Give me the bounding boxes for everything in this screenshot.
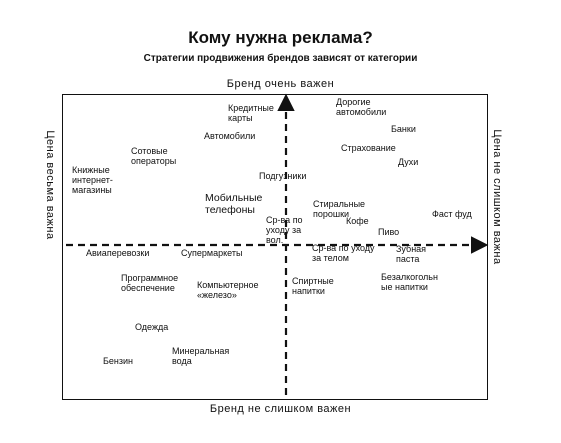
item-cars: Автомобили — [204, 131, 256, 141]
item-diapers: Подгузники — [259, 171, 307, 181]
item-spirits: Спиртные напитки — [292, 276, 334, 296]
chart-title: Кому нужна реклама? — [188, 28, 373, 47]
item-body-care: Ср-ва по уходу за телом — [312, 243, 375, 263]
axis-label-top: Бренд очень важен — [226, 78, 335, 90]
item-supermarkets: Супермаркеты — [181, 248, 243, 258]
item-mineral-water: Минеральная вода — [172, 346, 230, 366]
item-mobile-operators: Сотовые операторы — [131, 146, 177, 166]
chart-subtitle: Стратегии продвижения брендов зависят от… — [143, 53, 418, 64]
axis-label-right: Цена не слишком важна — [491, 129, 503, 265]
item-online-bookstores: Книжные интернет- магазины — [72, 165, 113, 195]
item-banks: Банки — [391, 124, 416, 134]
item-perfume: Духи — [398, 157, 419, 167]
item-gasoline: Бензин — [103, 356, 134, 366]
item-airlines: Авиаперевозки — [86, 248, 150, 258]
item-soft-drinks: Безалкогольн ые напитки — [381, 272, 438, 292]
item-insurance: Страхование — [341, 143, 396, 153]
item-credit-cards: Кредитные карты — [228, 103, 274, 123]
axis-label-bottom: Бренд не слишком важен — [209, 403, 352, 415]
item-luxury-cars: Дорогие автомобили — [336, 97, 387, 117]
item-fast-food: Фаст фуд — [432, 209, 472, 219]
item-clothing: Одежда — [135, 322, 169, 332]
item-hardware: Компьютерное «железо» — [197, 280, 259, 300]
item-beer: Пиво — [378, 227, 400, 237]
item-software: Программное обеспечение — [121, 273, 179, 293]
item-washing-powders: Стиральные порошки — [313, 199, 366, 219]
axis-label-left: Цена весьма важна — [44, 130, 56, 240]
item-hair-care: Ср-ва по уходу за вол. — [266, 215, 303, 245]
item-coffee: Кофе — [346, 216, 369, 226]
item-toothpaste: Зубная паста — [396, 244, 427, 264]
item-mobile-phones: Мобильные телефоны — [205, 192, 263, 216]
